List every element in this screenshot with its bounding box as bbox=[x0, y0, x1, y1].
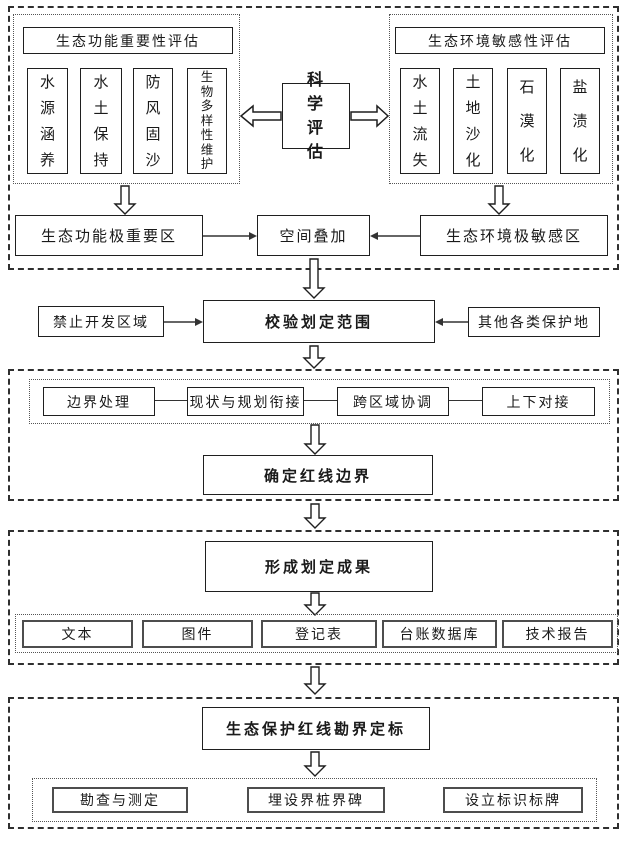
thin-arrow-left-icon bbox=[435, 318, 468, 326]
hollow-arrow-down-icon bbox=[303, 751, 327, 777]
hollow-arrow-down-icon bbox=[303, 592, 327, 616]
science-assessment-box: 科学评估 bbox=[282, 70, 350, 161]
other-protected-areas-box: 其他各类保护地 bbox=[468, 307, 600, 337]
function-item-box: 水土保持 bbox=[80, 68, 122, 174]
function-item-box: 防风固沙 bbox=[133, 68, 173, 174]
demarcation-item-box: 勘查与测定 bbox=[52, 787, 188, 813]
thin-arrow-right-icon bbox=[203, 232, 257, 240]
sensitivity-item-label: 土地沙化 bbox=[465, 73, 481, 169]
spatial-overlay-box: 空间叠加 bbox=[257, 215, 370, 256]
connector-line bbox=[304, 400, 337, 402]
outputs-group bbox=[15, 614, 618, 653]
demarcation-item-box: 设立标识标牌 bbox=[443, 787, 583, 813]
output-item-box: 图件 bbox=[142, 620, 253, 648]
function-item-label: 防风固沙 bbox=[145, 73, 161, 169]
boundary-section-frame bbox=[8, 369, 619, 501]
redline-demarcation-box: 生态保护红线勘界定标 bbox=[202, 707, 430, 750]
sensitivity-item-box: 土地沙化 bbox=[453, 68, 493, 174]
boundary-step-box: 跨区域协调 bbox=[337, 387, 449, 416]
sensitivity-item-box: 盐渍化 bbox=[560, 68, 600, 174]
hollow-arrow-down-icon bbox=[302, 258, 326, 299]
forbidden-development-zone-box: 禁止开发区域 bbox=[38, 306, 164, 337]
demarcation-group bbox=[32, 778, 597, 822]
hollow-arrow-down-icon bbox=[303, 666, 327, 695]
verify-range-box: 校验划定范围 bbox=[203, 300, 435, 343]
output-item-box: 技术报告 bbox=[502, 620, 613, 648]
sensitivity-item-box: 水土流失 bbox=[400, 68, 440, 174]
function-item-label: 生物多样性维护 bbox=[200, 68, 214, 172]
function-item-label: 水土保持 bbox=[93, 73, 109, 169]
function-assessment-group bbox=[13, 14, 240, 184]
thin-arrow-left-icon bbox=[370, 232, 420, 240]
sensitivity-item-label: 石漠化 bbox=[519, 78, 535, 164]
function-item-label: 水源涵养 bbox=[39, 73, 55, 169]
hollow-arrow-down-icon bbox=[487, 185, 511, 215]
boundary-steps-group bbox=[29, 379, 610, 424]
sensitivity-assessment-title: 生态环境敏感性评估 bbox=[395, 27, 605, 54]
demarcation-section-frame bbox=[8, 697, 619, 829]
thin-arrow-right-icon bbox=[164, 318, 203, 326]
hollow-arrow-down-icon bbox=[113, 185, 137, 215]
boundary-step-box: 现状与规划衔接 bbox=[187, 387, 304, 416]
boundary-step-box: 边界处理 bbox=[43, 387, 155, 416]
connector-line bbox=[449, 400, 482, 402]
hollow-arrow-left-icon bbox=[239, 104, 282, 128]
sensitivity-item-label: 水土流失 bbox=[412, 73, 428, 169]
hollow-arrow-down-icon bbox=[302, 345, 326, 369]
determine-redline-boundary-box: 确定红线边界 bbox=[203, 455, 433, 495]
boundary-step-box: 上下对接 bbox=[482, 387, 595, 416]
outputs-section-frame bbox=[8, 530, 619, 665]
hollow-arrow-down-icon bbox=[303, 424, 327, 455]
hollow-arrow-down-icon bbox=[303, 503, 327, 529]
output-item-box: 文本 bbox=[22, 620, 133, 648]
function-item-box: 水源涵养 bbox=[27, 68, 68, 174]
connector-line bbox=[155, 400, 187, 402]
sensitivity-item-label: 盐渍化 bbox=[572, 78, 588, 164]
demarcation-item-box: 埋设界桩界碑 bbox=[247, 787, 385, 813]
function-item-box: 生物多样性维护 bbox=[187, 68, 227, 174]
output-item-box: 登记表 bbox=[261, 620, 377, 648]
sensitivity-assessment-group bbox=[389, 14, 613, 184]
science-assessment-label: 科学评估 bbox=[306, 70, 325, 161]
form-delineation-results-box: 形成划定成果 bbox=[205, 541, 433, 592]
sensitivity-extreme-area-box: 生态环境极敏感区 bbox=[420, 215, 608, 256]
output-item-box: 台账数据库 bbox=[382, 620, 497, 648]
sensitivity-item-box: 石漠化 bbox=[507, 68, 547, 174]
hollow-arrow-right-icon bbox=[350, 104, 390, 128]
function-extreme-area-box: 生态功能极重要区 bbox=[15, 215, 203, 256]
function-assessment-title: 生态功能重要性评估 bbox=[23, 27, 233, 54]
